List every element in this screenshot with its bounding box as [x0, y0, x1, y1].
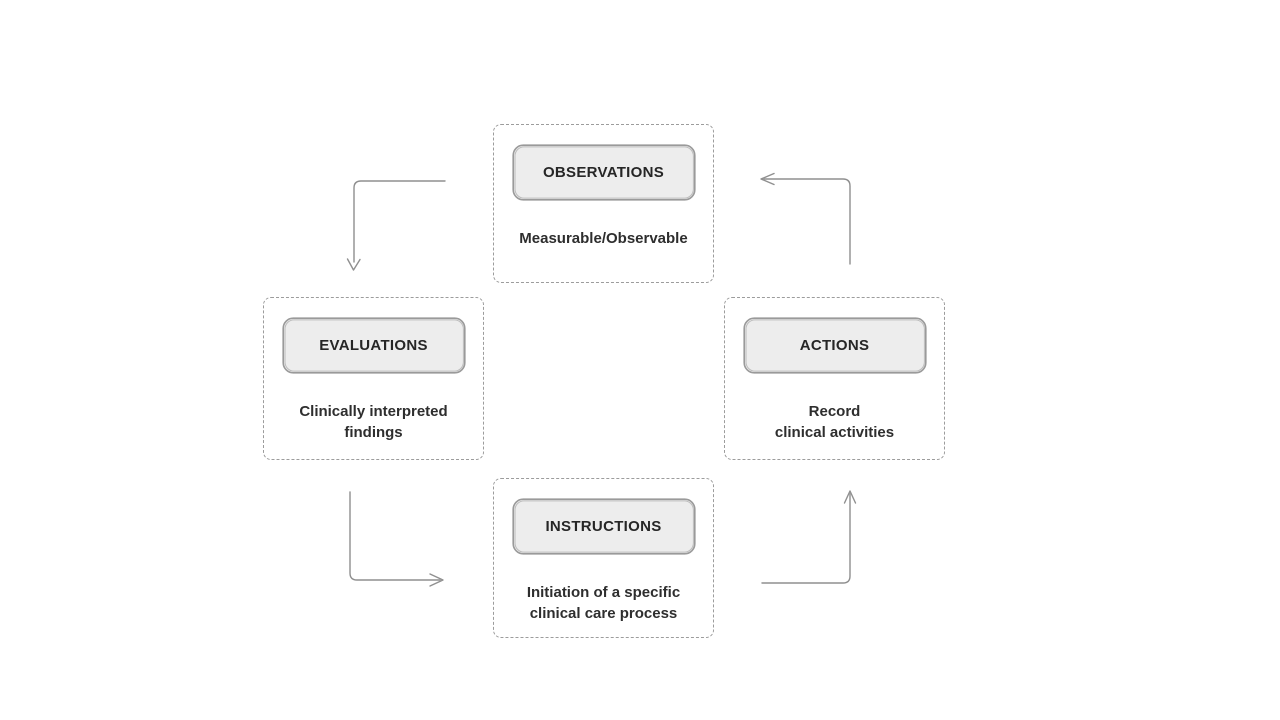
node-actions-label: ACTIONS — [799, 337, 870, 354]
node-evaluations-label: EVALUATIONS — [319, 337, 428, 354]
node-evaluations: EVALUATIONS Clinically interpreted findi… — [263, 297, 484, 460]
sketch-border-icon — [511, 498, 696, 555]
node-evaluations-description: Clinically interpreted findings — [299, 403, 448, 441]
node-actions-pill: ACTIONS — [742, 317, 927, 374]
sketch-border-icon — [281, 317, 466, 374]
node-actions-description: Record clinical activities — [774, 403, 895, 441]
sketch-border-icon — [742, 317, 927, 374]
sketch-border-icon — [511, 144, 696, 201]
arrow-observations-to-evaluations — [346, 180, 446, 271]
node-observations-description: Measurable/Observable — [519, 230, 688, 247]
node-instructions-description: Initiation of a specific clinical care p… — [526, 584, 681, 622]
node-observations-pill: OBSERVATIONS — [511, 144, 696, 201]
node-actions: ACTIONS Record clinical activities — [724, 297, 945, 460]
node-observations: OBSERVATIONS Measurable/Observable — [493, 124, 714, 283]
arrow-instructions-to-actions — [761, 490, 857, 584]
node-instructions-label: INSTRUCTIONS — [545, 518, 662, 535]
node-observations-label: OBSERVATIONS — [542, 164, 665, 181]
node-instructions-pill: INSTRUCTIONS — [511, 498, 696, 555]
arrow-evaluations-to-instructions — [349, 491, 444, 587]
node-instructions: INSTRUCTIONS Initiation of a specific cl… — [493, 478, 714, 638]
arrow-actions-to-observations — [760, 172, 851, 265]
node-evaluations-pill: EVALUATIONS — [281, 317, 466, 374]
